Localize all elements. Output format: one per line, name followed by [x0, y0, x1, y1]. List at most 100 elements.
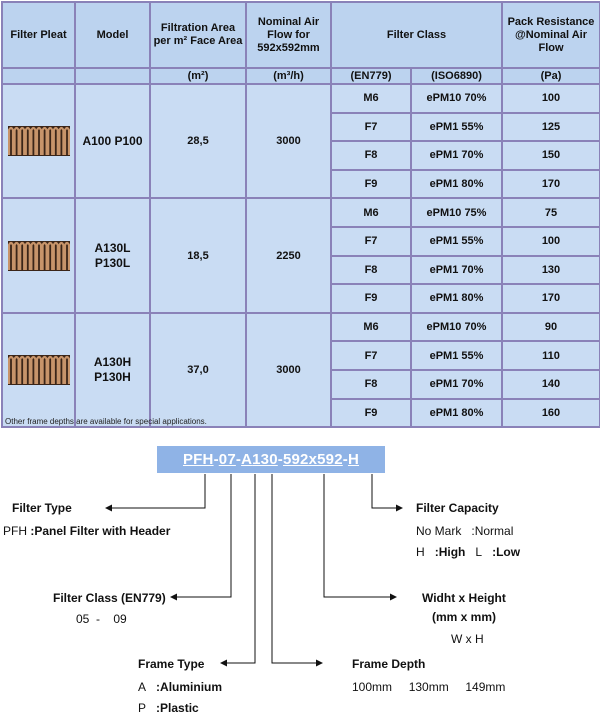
table-row: F8 ePM1 70% 130 [2, 254, 600, 286]
unit-pack-resistance: (Pa) [501, 67, 600, 85]
iso6890-cell: ePM1 55% [410, 111, 503, 143]
iso6890-cell: ePM10 75% [410, 197, 503, 228]
frame-type-a-desc: Aluminium [160, 680, 223, 694]
filter-class-title: Filter Class (EN779) [53, 591, 166, 605]
arrow-filter-type [105, 474, 206, 512]
nominal-air-flow-cell: 2250 [245, 197, 332, 314]
arrow-frame-type [220, 474, 256, 667]
header-filtration-area: Filtration Area per m² Face Area [149, 1, 247, 69]
pack-resistance-cell: 150 [501, 140, 600, 171]
table-row: A100 P100 28,5 3000 M6 ePM10 70% 100 [1, 82, 600, 200]
table-row: F8 ePM1 70% 150 [2, 140, 600, 171]
capacity-high-sep: : [434, 545, 439, 559]
nominal-air-flow-cell: 3000 [245, 82, 332, 200]
frame-depth-130: 130mm [408, 680, 449, 694]
iso6890-cell: ePM1 70% [410, 368, 503, 400]
pleated-filter-media-image [7, 240, 70, 271]
table-row: F9 ePM1 80% 160 [2, 397, 600, 429]
frame-type-a-code: A [138, 680, 147, 694]
table-row: F7 ePM1 55% 100 [2, 225, 600, 257]
unit-blank-2 [74, 67, 151, 85]
arrow-filter-capacity [371, 474, 403, 512]
capacity-low-code: L [475, 545, 483, 559]
pack-resistance-cell: 130 [501, 254, 600, 286]
pack-resistance-cell: 110 [501, 340, 600, 371]
filter-type-value: PFH :Panel Filter with Header [3, 524, 170, 538]
capacity-high-desc: High [438, 545, 466, 559]
filter-capacity-title: Filter Capacity [416, 501, 499, 515]
en779-cell: M6 [330, 197, 412, 228]
pleat-image-cell [1, 197, 76, 314]
frame-type-p-sep: : [156, 701, 161, 715]
pleat-image-cell [1, 311, 76, 429]
code-part-frame-depth: 130 [252, 451, 278, 468]
filter-class-sep: - [96, 612, 101, 626]
table-row: F9 ePM1 80% 170 [2, 283, 600, 314]
iso6890-cell: ePM1 80% [410, 283, 503, 314]
unit-filtration-area: (m²) [149, 67, 247, 85]
capacity-low-desc: Low [496, 545, 521, 559]
pack-resistance-cell: 140 [501, 368, 600, 400]
arrow-frame-depth [271, 474, 323, 667]
iso6890-cell: ePM10 70% [410, 83, 503, 114]
frame-type-aluminium: A :Aluminium [138, 680, 222, 694]
width-height-subtitle: (mm x mm) [432, 610, 497, 624]
en779-cell: F9 [330, 283, 412, 314]
pack-resistance-cell: 170 [501, 283, 600, 314]
filter-class-range: 05 - 09 [76, 612, 127, 626]
code-part-capacity: H [347, 451, 360, 468]
capacity-normal-desc: :Normal [471, 524, 514, 538]
table-row: F7 ePM1 55% 125 [2, 111, 600, 143]
capacity-high-code: H [416, 545, 425, 559]
code-dash: - [235, 451, 242, 468]
header-filter-class: Filter Class [330, 1, 503, 69]
frame-type-p-desc: Plastic [160, 701, 199, 715]
product-code-box: PFH-07-A130-592x592-H [157, 446, 385, 473]
table-row: F9 ePM1 80% 170 [2, 168, 600, 200]
frame-type-title: Frame Type [138, 657, 205, 671]
filtration-area-cell: 37,0 [149, 311, 247, 429]
table-row: A130L P130L 18,5 2250 M6 ePM10 75% 75 [1, 197, 600, 314]
filter-capacity-normal: No Mark :Normal [416, 524, 513, 538]
en779-cell: F7 [330, 340, 412, 371]
code-dash: - [213, 451, 219, 468]
iso6890-cell: ePM1 80% [410, 397, 503, 429]
filter-type-title: Filter Type [12, 501, 72, 515]
table-row: A130H P130H 37,0 3000 M6 ePM10 70% 90 [1, 311, 600, 429]
iso6890-cell: ePM10 70% [410, 311, 503, 343]
code-part-frame-type: A [241, 451, 253, 468]
iso6890-cell: ePM1 55% [410, 340, 503, 371]
filter-type-desc: Panel Filter with Header [34, 524, 171, 538]
iso6890-cell: ePM1 55% [410, 225, 503, 257]
table-row: F7 ePM1 55% 110 [2, 340, 600, 371]
model-line-1: A130L [94, 240, 131, 255]
code-dash: - [277, 451, 283, 468]
header-filter-pleat: Filter Pleat [1, 1, 76, 69]
unit-nominal-air-flow: (m³/h) [245, 67, 332, 85]
frame-type-p-code: P [138, 701, 147, 715]
pack-resistance-cell: 75 [501, 197, 600, 228]
arrow-width-height [323, 474, 397, 601]
en779-cell: F8 [330, 254, 412, 286]
pack-resistance-cell: 100 [501, 83, 600, 114]
code-part-class: 07 [218, 451, 236, 468]
arrow-filter-class [170, 474, 232, 601]
filter-type-code: PFH [3, 524, 27, 538]
model-cell: A130H P130H [74, 311, 151, 429]
en779-cell: F8 [330, 140, 412, 171]
filtration-area-cell: 18,5 [149, 197, 247, 314]
code-dash: - [342, 451, 348, 468]
en779-cell: M6 [330, 311, 412, 343]
frame-depth-values: 100mm 130mm 149mm [352, 680, 505, 694]
filter-type-sep: : [27, 524, 35, 538]
pack-resistance-cell: 125 [501, 111, 600, 143]
pleated-filter-media-image [7, 354, 70, 385]
en779-cell: F9 [330, 168, 412, 200]
frame-type-a-sep: : [156, 680, 161, 694]
unit-en779: (EN779) [330, 67, 412, 85]
code-part-size: 592x592 [282, 451, 343, 468]
pack-resistance-cell: 170 [501, 168, 600, 200]
iso6890-cell: ePM1 70% [410, 254, 503, 286]
model-line-2: P130L [94, 255, 131, 270]
frame-depth-title: Frame Depth [352, 657, 426, 671]
